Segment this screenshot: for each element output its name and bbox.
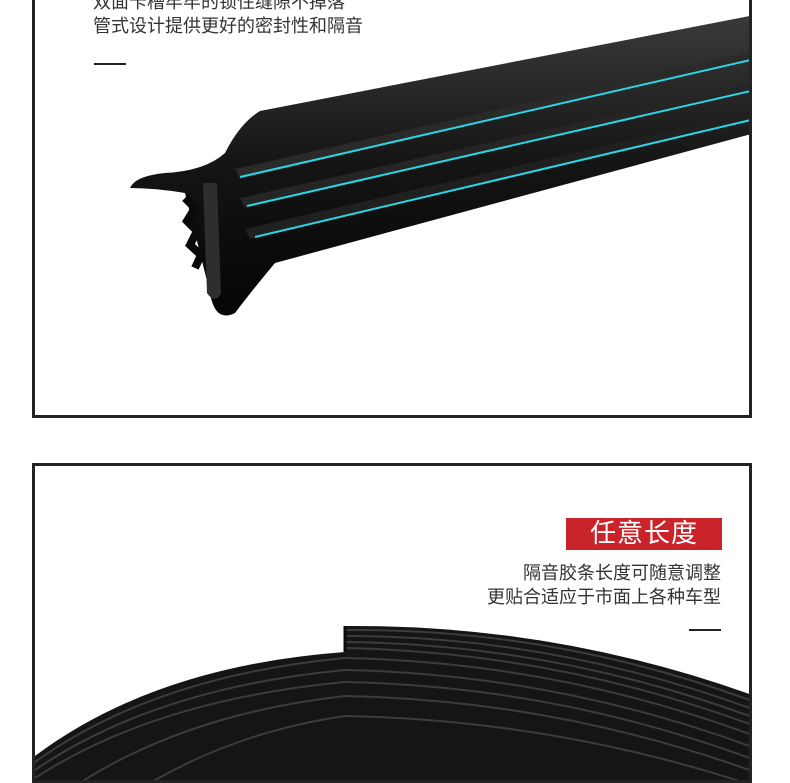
caption-line: 管式设计提供更好的密封性和隔音 [93,16,363,37]
divider-line [689,629,721,631]
feature-caption-top: 双面卡槽牢牢的锁住缝隙不掉落 管式设计提供更好的密封性和隔音 [93,0,363,39]
seal-strip-profile-image [130,16,749,316]
feature-caption-bottom: 隔音胶条长度可随意调整 更贴合适应于市面上各种车型 [487,562,721,610]
product-panel-bottom: 任意长度 隔音胶条长度可随意调整 更贴合适应于市面上各种车型 [32,463,752,783]
caption-line: 隔音胶条长度可随意调整 [523,563,721,584]
caption-line: 双面卡槽牢牢的锁住缝隙不掉落 [93,0,345,13]
product-panel-top: 双面卡槽牢牢的锁住缝隙不掉落 管式设计提供更好的密封性和隔音 [32,0,752,418]
caption-line: 更贴合适应于市面上各种车型 [487,587,721,608]
divider-line [94,63,126,65]
length-badge: 任意长度 [566,518,722,550]
seal-strip-coil-image [35,625,749,780]
